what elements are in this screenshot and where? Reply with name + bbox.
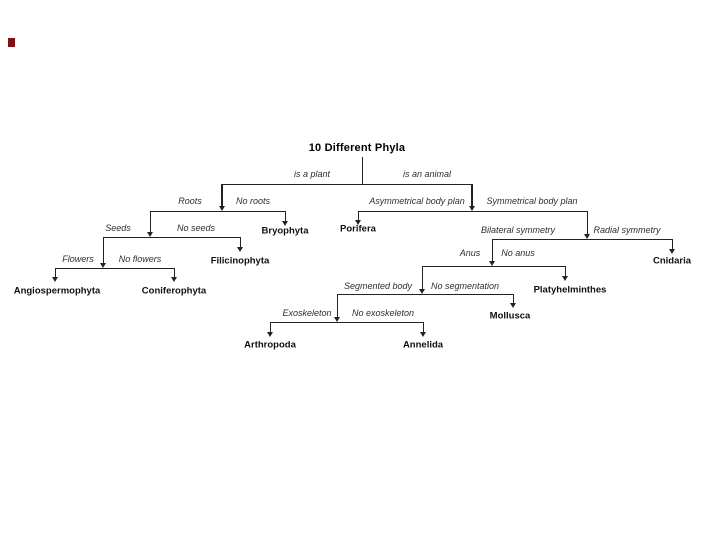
arrow-to-angiospermophyta <box>52 268 58 282</box>
arrow-symmetrical-branch <box>584 211 590 239</box>
arrow-plant-branch <box>218 184 225 211</box>
branch-label-roots: Roots <box>178 196 202 206</box>
connector-segmentation-bar <box>337 294 513 295</box>
connector-root-bar <box>222 184 472 185</box>
branch-label-asymmetrical: Asymmetrical body plan <box>369 196 465 206</box>
connector-title-stem <box>362 157 363 184</box>
branch-label-no-roots: No roots <box>235 196 271 206</box>
branch-label-seeds: Seeds <box>105 223 131 233</box>
red-marker <box>8 38 15 47</box>
branch-label-is-an-animal: is an animal <box>402 169 452 179</box>
branch-label-no-seeds: No seeds <box>176 223 216 233</box>
connector-anus-bar <box>422 266 565 267</box>
phylum-angiospermophyta: Angiospermophyta <box>13 285 101 297</box>
connector-flowers-bar <box>55 268 174 269</box>
arrow-to-coniferophyta <box>171 268 177 282</box>
phylum-mollusca: Mollusca <box>489 310 531 322</box>
connector-plant-bar <box>150 211 285 212</box>
arrow-to-bryophyta <box>282 211 288 226</box>
branch-label-no-exoskeleton: No exoskeleton <box>351 308 415 318</box>
connector-exoskeleton-bar <box>270 322 423 323</box>
arrow-to-cnidaria <box>669 239 675 254</box>
arrow-animal-branch <box>468 184 475 211</box>
arrow-to-filicinophyta <box>237 237 243 252</box>
phylum-porifera: Porifera <box>340 223 376 235</box>
diagram-title: 10 Different Phyla <box>308 142 406 154</box>
arrow-roots-branch <box>147 211 153 237</box>
branch-label-radial: Radial symmetry <box>593 225 661 235</box>
arrow-to-mollusca <box>510 294 516 308</box>
arrow-to-annelida <box>420 322 426 337</box>
phylum-annelida: Annelida <box>402 339 444 351</box>
connector-symmetry-bar <box>492 239 672 240</box>
phylum-cnidaria: Cnidaria <box>652 255 692 267</box>
arrow-seeds-branch <box>100 237 106 268</box>
phylum-bryophyta: Bryophyta <box>261 225 309 237</box>
arrow-anus-branch <box>419 266 425 294</box>
branch-label-no-segmentation: No segmentation <box>430 281 500 291</box>
branch-label-flowers: Flowers <box>62 254 94 264</box>
phylum-platyhelminthes: Platyhelminthes <box>533 284 607 296</box>
arrow-to-arthropoda <box>267 322 273 337</box>
branch-label-anus: Anus <box>459 248 481 258</box>
arrow-to-porifera <box>355 211 361 225</box>
phylum-arthropoda: Arthropoda <box>244 339 296 351</box>
connector-seeds-bar <box>103 237 240 238</box>
arrow-segmented-branch <box>334 294 340 322</box>
arrow-bilateral-branch <box>489 239 495 266</box>
branch-label-no-flowers: No flowers <box>118 254 162 264</box>
branch-label-symmetrical: Symmetrical body plan <box>486 196 578 206</box>
connector-animal-bar <box>358 211 587 212</box>
arrow-to-platyhelminthes <box>562 266 568 281</box>
phylum-filicinophyta: Filicinophyta <box>210 255 270 267</box>
branch-label-no-anus: No anus <box>501 248 535 258</box>
branch-label-segmented: Segmented body <box>343 281 413 291</box>
branch-label-bilateral: Bilateral symmetry <box>480 225 556 235</box>
branch-label-is-a-plant: is a plant <box>293 169 331 179</box>
phylum-coniferophyta: Coniferophyta <box>141 285 207 297</box>
branch-label-exoskeleton: Exoskeleton <box>282 308 332 318</box>
